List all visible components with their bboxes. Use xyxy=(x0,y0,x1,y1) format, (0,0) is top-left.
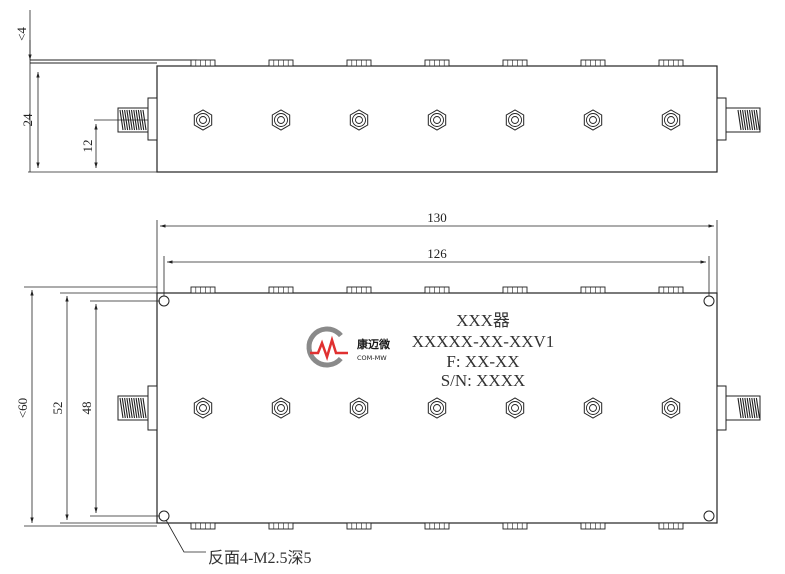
dim-overall-length: 130 xyxy=(427,210,447,225)
label-title: XXX器 xyxy=(456,311,510,330)
side-view-top-nuts xyxy=(190,59,684,67)
plan-view: 康迈微 COM-MW XXX器 XXXXX-XX-XXV1 F: XX-XX S… xyxy=(15,210,761,567)
tuning-nut xyxy=(190,286,216,294)
dim-hole-spacing-width: 48 xyxy=(79,402,94,415)
left-sma-connector-side xyxy=(117,97,158,141)
tuning-nut xyxy=(580,522,606,530)
tuning-nut xyxy=(268,286,294,294)
tuning-nut xyxy=(502,59,528,67)
tuning-nut xyxy=(580,59,606,67)
label-model: XXXXX-XX-XXV1 xyxy=(412,332,555,351)
tuning-nut xyxy=(190,59,216,67)
tuning-nut xyxy=(658,286,684,294)
mounting-hole-note: 反面4-M2.5深5 xyxy=(208,549,312,567)
dim-width-52: 52 xyxy=(50,402,65,415)
side-view: <4 24 12 xyxy=(14,10,761,173)
plan-view-screws xyxy=(193,397,681,419)
tuning-screw xyxy=(349,109,369,131)
tuning-screw xyxy=(661,397,681,419)
tuning-nut xyxy=(346,59,372,67)
tuning-screw xyxy=(271,109,291,131)
right-sma-connector-plan xyxy=(716,385,761,431)
tuning-nut xyxy=(190,522,216,530)
dim-connector-height: 12 xyxy=(80,140,95,153)
logo-chinese-text: 康迈微 xyxy=(357,337,391,351)
tuning-screw xyxy=(427,397,447,419)
tuning-screw xyxy=(193,397,213,419)
mount-hole-bl xyxy=(158,510,170,522)
company-logo: 康迈微 COM-MW xyxy=(306,326,391,368)
tuning-nut xyxy=(424,59,450,67)
tuning-nut xyxy=(658,522,684,530)
tuning-screw xyxy=(427,109,447,131)
tuning-screw xyxy=(193,109,213,131)
dim-top-height: 24 xyxy=(20,113,35,127)
mount-hole-tr xyxy=(703,295,715,307)
mount-hole-tl xyxy=(158,295,170,307)
label-serial: S/N: XXXX xyxy=(441,371,526,390)
tuning-nut xyxy=(424,522,450,530)
left-sma-connector-plan xyxy=(117,385,158,431)
tuning-screw xyxy=(583,109,603,131)
side-view-screws xyxy=(193,109,681,131)
tuning-nut xyxy=(658,59,684,67)
tuning-nut xyxy=(580,286,606,294)
tuning-screw xyxy=(583,397,603,419)
tuning-screw xyxy=(661,109,681,131)
right-sma-connector-side xyxy=(716,97,761,141)
tuning-screw xyxy=(271,397,291,419)
plan-view-top-nuts xyxy=(190,286,684,294)
dim-overall-width: <60 xyxy=(15,398,30,418)
mount-hole-br xyxy=(703,510,715,522)
plan-view-bottom-nuts xyxy=(190,522,684,530)
tuning-nut xyxy=(502,522,528,530)
dim-hole-spacing-length: 126 xyxy=(427,246,447,261)
tuning-nut xyxy=(346,286,372,294)
label-frequency: F: XX-XX xyxy=(446,352,519,371)
tuning-nut xyxy=(502,286,528,294)
tuning-nut xyxy=(268,59,294,67)
tuning-nut xyxy=(346,522,372,530)
tuning-screw xyxy=(505,397,525,419)
tuning-screw xyxy=(349,397,369,419)
tuning-nut xyxy=(268,522,294,530)
tuning-nut xyxy=(424,286,450,294)
tuning-screw xyxy=(505,109,525,131)
dim-top-offset: <4 xyxy=(14,27,29,41)
logo-english-text: COM-MW xyxy=(357,354,387,362)
